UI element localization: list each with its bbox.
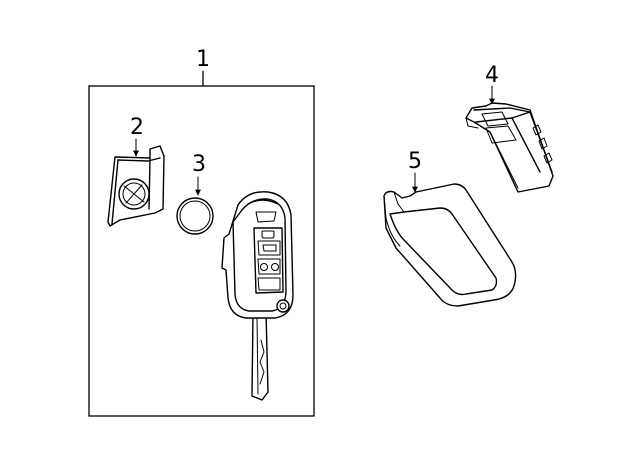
callout-1: 1 xyxy=(196,47,210,72)
callout-3: 3 xyxy=(192,152,206,177)
callout-4: 4 xyxy=(485,63,499,88)
callout-2: 2 xyxy=(130,115,144,140)
callout-5: 5 xyxy=(408,149,422,174)
transmitter-module-part xyxy=(465,102,554,193)
key-pocket-part xyxy=(383,183,517,307)
seal-ring-part xyxy=(176,197,214,235)
battery-housing-part xyxy=(107,145,165,227)
leader-arrows xyxy=(133,85,495,196)
flip-key-part xyxy=(221,191,294,401)
assembly-box xyxy=(88,71,315,417)
